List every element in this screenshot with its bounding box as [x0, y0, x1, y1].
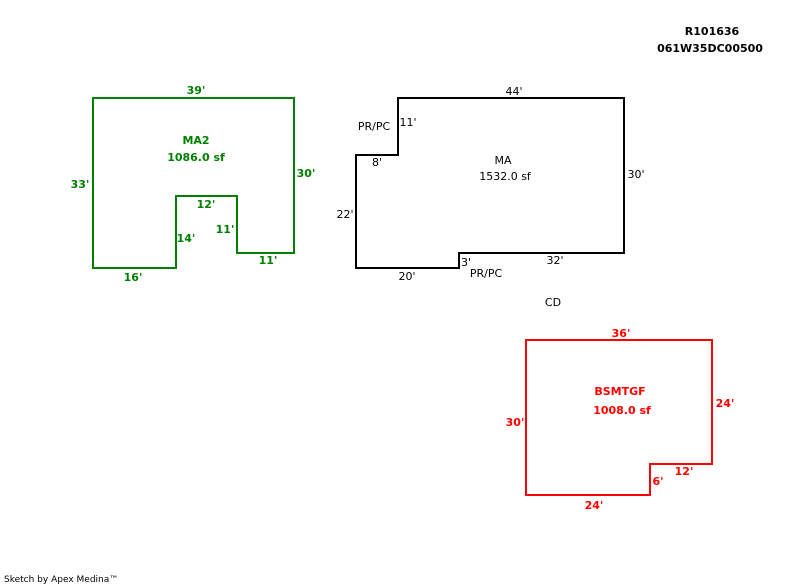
ma2-dim-right: 30' — [297, 167, 316, 180]
bsmtgf-area: 1008.0 sf — [593, 404, 651, 417]
footer-credit: Sketch by Apex Medina™ — [4, 575, 119, 585]
ma-dim-left: 22' — [336, 208, 353, 221]
ma-dim-bottom-left: 20' — [398, 270, 415, 283]
ma-dim-step-up: 11' — [399, 116, 416, 129]
ma-label-pr-pc-bottom: PR/PC — [470, 267, 503, 280]
bsmtgf-dim-bottom: 24' — [585, 499, 604, 512]
ma2-outline — [92, 97, 295, 269]
bsmtgf-dim-left: 30' — [506, 416, 525, 429]
bsmtgf-outline — [525, 339, 713, 496]
bsmtgf-name: BSMTGF — [594, 385, 645, 398]
ma2-dim-notch-up: 14' — [177, 232, 196, 245]
ma2-dim-top: 39' — [187, 84, 206, 97]
ma2-dim-bottom-left: 16' — [124, 271, 143, 284]
ma-outline — [355, 97, 625, 269]
ma2-dim-notch-top: 12' — [197, 198, 216, 211]
ma-dim-step-left: 8' — [372, 156, 382, 169]
ma-label-cd: CD — [545, 296, 561, 309]
ma2-dim-bottom-right: 11' — [259, 254, 278, 267]
ma-dim-bottom-right: 32' — [546, 254, 563, 267]
bsmtgf-dim-top: 36' — [612, 327, 631, 340]
ma2-dim-notch-down: 11' — [216, 223, 235, 236]
ma-dim-step-small: 3' — [461, 256, 471, 269]
ma-label-pr-pc-top: PR/PC — [358, 120, 391, 133]
bsmtgf-dim-step-side: 6' — [652, 475, 663, 488]
area-ma: 44' 30' 32' 3' 20' 22' 8' 11' PR/PC PR/P… — [336, 85, 644, 309]
ma2-dim-left: 33' — [71, 178, 90, 191]
ma-dim-right: 30' — [627, 168, 644, 181]
ma-dim-top: 44' — [505, 85, 522, 98]
bsmtgf-dim-right: 24' — [716, 397, 735, 410]
bsmtgf-dim-step-top: 12' — [675, 465, 694, 478]
ma-area: 1532.0 sf — [479, 170, 532, 183]
parcel-id: R101636 — [685, 25, 740, 38]
ma2-area: 1086.0 sf — [167, 151, 225, 164]
area-ma2: 39' 33' 30' 16' 14' 12' 11' 11' MA2 1086… — [71, 84, 316, 284]
map-number: 061W35DC00500 — [657, 42, 763, 55]
ma-name: MA — [494, 154, 511, 167]
area-bsmtgf: 36' 24' 12' 6' 24' 30' BSMTGF 1008.0 sf — [506, 327, 735, 512]
ma2-name: MA2 — [182, 134, 209, 147]
